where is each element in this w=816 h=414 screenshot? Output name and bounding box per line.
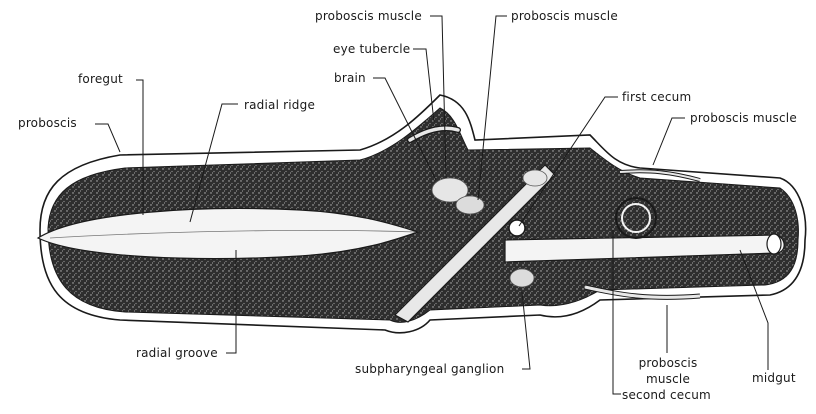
label-proboscis-muscle-top-right: proboscis muscle — [511, 9, 618, 23]
label-proboscis-muscle-top-left: proboscis muscle — [315, 9, 422, 23]
label-radial-groove: radial groove — [136, 346, 218, 360]
label-proboscis-muscle-bottom-line2: muscle — [632, 372, 704, 386]
label-radial-ridge: radial ridge — [244, 98, 315, 112]
label-subpharyngeal-ganglion: subpharyngeal ganglion — [355, 362, 504, 376]
label-brain: brain — [334, 71, 366, 85]
label-proboscis-muscle-bottom-line1: proboscis — [632, 356, 704, 370]
label-first-cecum: first cecum — [622, 90, 691, 104]
label-eye-tubercle: eye tubercle — [333, 42, 410, 56]
first-cecum — [509, 220, 525, 236]
label-foregut: foregut — [78, 72, 123, 86]
subpharyngeal-ganglion — [510, 269, 534, 287]
label-proboscis: proboscis — [18, 116, 77, 130]
label-second-cecum: second cecum — [622, 388, 711, 402]
label-midgut: midgut — [752, 371, 796, 385]
label-proboscis-muscle-right: proboscis muscle — [690, 111, 797, 125]
